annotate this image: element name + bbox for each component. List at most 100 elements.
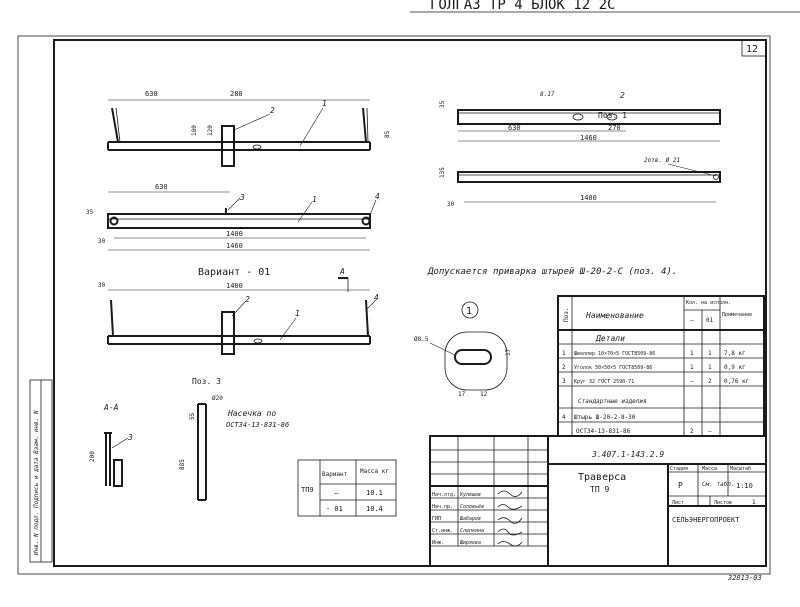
spec-row-3-pos: 3: [562, 378, 566, 385]
mass-value: См. табл.: [702, 481, 735, 488]
spec-std-row-2-qty01: —: [708, 428, 712, 435]
pos1-title: Поз. 1: [598, 111, 627, 120]
outer-border: [17, 35, 771, 575]
role-5: Инж.: [432, 540, 444, 546]
title-name-1: Траверса: [578, 472, 626, 483]
organization: СЕЛЬЭНЕРГОПРОЕКТ: [672, 516, 740, 524]
section-aa: А-А 3 200: [89, 403, 133, 487]
spec-row-1-pos: 1: [562, 350, 566, 357]
drawing-frame: [53, 39, 767, 567]
detail-1-dim-diam: Ø8.5: [414, 336, 429, 343]
weight-table-label: ТП9: [301, 486, 314, 494]
pos3-view: Поз. 3 Ø20 55 885 Насечка по ОСТ34-13-83…: [179, 377, 289, 501]
main-dim-1400: 1400: [226, 230, 243, 238]
spec-header-01: 01: [706, 317, 714, 324]
person-3: Шабаров: [459, 515, 481, 522]
scale-value: 1:10: [736, 482, 753, 490]
weight-table-header-variant: Вариант: [322, 471, 348, 478]
variant-callout-2: 2: [245, 295, 250, 304]
pos1-dim-817: 8.17: [540, 91, 555, 98]
person-5: Ширяева: [459, 540, 481, 546]
detail-1-dim-17a: 17: [505, 348, 512, 356]
top-view: 630 280 180 120 85 2 1: [107, 90, 391, 167]
weight-table-row-1-variant: —: [334, 489, 339, 497]
top-dim-180: 180: [191, 125, 198, 136]
spec-std-row-1-pos: 4: [562, 414, 566, 421]
section-aa-callout-3: 3: [127, 433, 133, 442]
signature-3: [497, 517, 523, 524]
pos1-dim-630: 630: [508, 124, 521, 132]
pos1-view: Поз. 1 35 8.17 2 630 270 1460 2отв. Ø 21…: [439, 91, 721, 208]
main-callout-1: 1: [312, 195, 317, 204]
top-dim-280: 280: [230, 90, 243, 98]
spec-std-row-2-name: ОСТ34-13-831-86: [576, 428, 631, 435]
welding-note: Допускается приварка штырей Ш-20-2-С (по…: [427, 267, 677, 277]
spec-row-2-qty: 1: [690, 364, 694, 371]
spec-section-details: Детали: [595, 334, 625, 343]
pos3-dim-55: 55: [189, 412, 196, 420]
top-dim-85: 85: [384, 130, 391, 138]
spec-row-3-note: 0,76 кг: [724, 378, 749, 385]
pos3-note-line-2: ОСТ34-13-831-86: [226, 421, 289, 429]
spec-row-2-qty01: 1: [708, 364, 712, 371]
spec-row-1-qty01: 1: [708, 350, 712, 357]
page-number-box: [741, 39, 767, 57]
stage-header: Стадия: [670, 466, 688, 472]
weight-table-header-mass: Масса кг: [360, 468, 389, 475]
role-4: Ст.инж.: [432, 528, 453, 534]
spec-row-3-qty: —: [690, 378, 694, 385]
spec-row-2-pos: 2: [562, 364, 566, 371]
main-callout-3: 3: [239, 193, 245, 202]
spec-std-row-2-qty: 2: [690, 428, 694, 435]
person-2: Соловьёв: [460, 504, 484, 510]
weight-table: ТП9 Вариант Масса кг — 10.1 - 01 10.4: [297, 459, 397, 517]
pos3-note-line-1: Насечка по: [227, 409, 276, 418]
spec-header-name: Наименование: [585, 311, 644, 320]
detail-1: 1 Ø8.5 17 17 12: [414, 301, 512, 398]
spec-row-3-qty01: 2: [708, 378, 712, 385]
section-aa-dim-200: 200: [89, 451, 96, 462]
spec-header-note: Примечание: [722, 312, 752, 318]
main-dim-1460: 1460: [226, 242, 243, 250]
page-number: 12: [746, 44, 758, 55]
main-view: 630 35 30 1400 1460 3 1 4: [86, 183, 380, 251]
detail-1-dim-12: 12: [480, 391, 488, 398]
signature-1: [497, 490, 523, 497]
sheets-label: Листов: [714, 500, 732, 506]
person-1: Кулешов: [459, 492, 481, 498]
signature-5: [497, 541, 523, 547]
spec-row-3-name: Круг 32 ГОСТ 2590-71: [574, 379, 634, 385]
spec-row-2-name: Уголок 50×50×5 ГОСТ8509-86: [574, 365, 652, 371]
person-4: Слепкина: [460, 528, 484, 534]
role-1: Нач.отд.: [432, 492, 456, 498]
detail-1-marker: 1: [466, 306, 472, 317]
pos1-dim-1460: 1460: [580, 134, 597, 142]
top-dim-630: 630: [145, 90, 158, 98]
main-dim-630: 630: [155, 183, 168, 191]
weight-table-row-2-variant: - 01: [326, 505, 343, 513]
document-code: 3.407.1-143.2.9: [591, 450, 664, 459]
main-dim-30: 30: [98, 238, 106, 245]
pos1-dim-1400: 1400: [580, 194, 597, 202]
main-dim-35: 35: [86, 209, 94, 216]
spec-header-qty: Кол. на исполн.: [686, 300, 731, 306]
pos1-dim-35: 35: [439, 100, 446, 108]
scale-header: Масштаб: [730, 465, 751, 472]
bottom-code: 32813-03: [727, 574, 762, 582]
variant-callout-1: 1: [295, 309, 300, 318]
spec-header-base: —: [690, 317, 694, 324]
mass-header: Масса: [702, 466, 717, 472]
pos3-title: Поз. 3: [192, 377, 221, 386]
signature-2: [497, 504, 523, 510]
variant-view: Вариант - 01 А 30 1400 2 4 1: [98, 267, 379, 355]
spec-header-pos: Поз.: [563, 308, 570, 322]
title-name-2: ТП 9: [590, 485, 609, 494]
stage-value: Р: [678, 481, 683, 490]
detail-1-dim-17b: 17: [458, 391, 466, 398]
side-stamp-text: Инв. N подл. Подпись и дата Взам. инв. N: [33, 410, 40, 556]
pos1-callout-2: 2: [620, 91, 625, 100]
top-callout-2: 2: [270, 106, 275, 115]
section-aa-title: А-А: [103, 403, 119, 412]
